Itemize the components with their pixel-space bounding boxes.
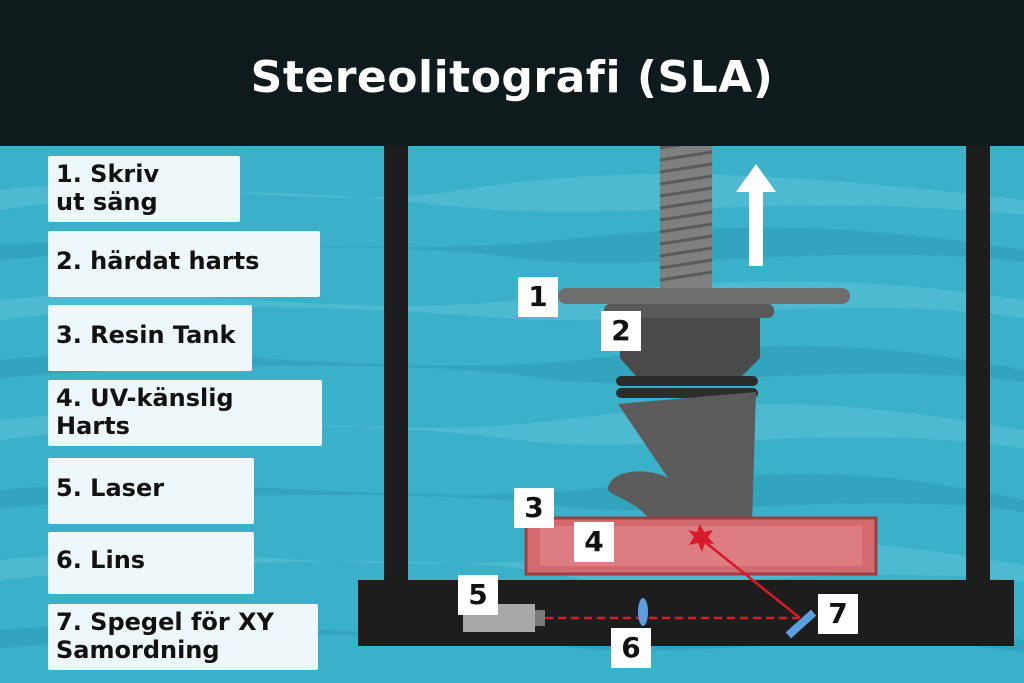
- legend-item-resin-tank: 3. Resin Tank: [48, 305, 252, 371]
- lens-icon: [638, 598, 648, 626]
- marker-7: 7: [818, 594, 858, 634]
- legend-line1: 7. Spegel för XY: [56, 608, 274, 636]
- marker-4: 4: [574, 522, 614, 562]
- legend-line1: 6. Lins: [56, 546, 146, 574]
- legend-item-cured-resin: 2. härdat harts: [48, 231, 320, 297]
- legend-line2: ut säng: [56, 188, 158, 216]
- cure-spot-icon: [688, 524, 714, 552]
- legend-line1: 4. UV-känslig: [56, 384, 234, 412]
- legend-item-laser: 5. Laser: [48, 458, 254, 524]
- marker-5: 5: [458, 575, 498, 615]
- legend-item-print-bed: 1. Skriv ut säng: [48, 156, 240, 222]
- page-title: Stereolitografi (SLA): [250, 52, 774, 103]
- cured-part: [607, 318, 760, 524]
- legend-item-mirror: 7. Spegel för XY Samordning: [48, 604, 318, 670]
- mirror-icon: [785, 609, 817, 639]
- legend-item-lens: 6. Lins: [48, 532, 254, 594]
- legend-line1: 1. Skriv: [56, 160, 160, 188]
- legend-line1: 5. Laser: [56, 474, 165, 502]
- marker-2: 2: [601, 311, 641, 351]
- marker-3: 3: [514, 488, 554, 528]
- printer-base: [358, 580, 1014, 646]
- title-bar: [0, 0, 1024, 146]
- legend-item-uv-resin: 4. UV-känslig Harts: [48, 380, 322, 446]
- up-arrow-icon: [736, 164, 776, 266]
- frame-right-pillar: [966, 78, 990, 584]
- legend-line1: 3. Resin Tank: [56, 321, 236, 349]
- legend-line2: Harts: [56, 412, 130, 440]
- marker-1: 1: [518, 277, 558, 317]
- legend-line2: Samordning: [56, 636, 220, 664]
- frame-left-pillar: [384, 78, 408, 584]
- marker-6: 6: [611, 628, 651, 668]
- laser-beam-reflected: [699, 537, 801, 619]
- legend-line1: 2. härdat harts: [56, 247, 260, 275]
- print-bed: [558, 288, 850, 304]
